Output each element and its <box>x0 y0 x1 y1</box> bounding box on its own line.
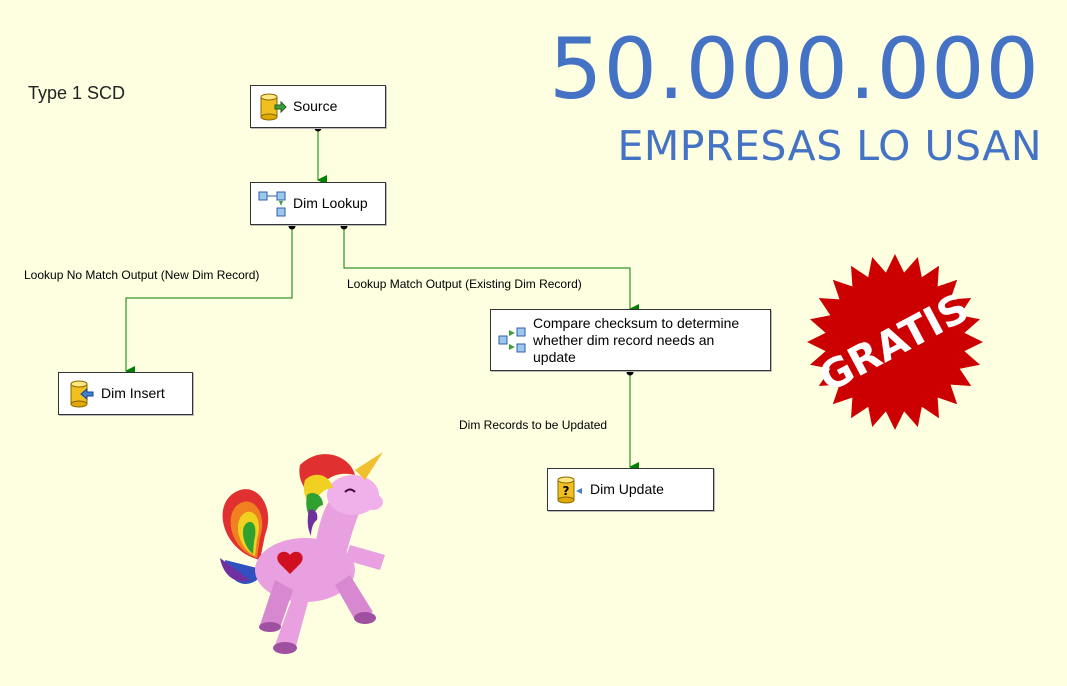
conditional-split-icon <box>498 327 526 353</box>
unicorn-mascot-icon <box>220 452 385 654</box>
promo-number: 50.000.000 <box>549 20 1040 118</box>
db-command-icon: ? <box>557 476 582 503</box>
compare-component[interactable]: Compare checksum to determine whether di… <box>490 309 771 371</box>
edge-label-match: Lookup Match Output (Existing Dim Record… <box>347 277 582 291</box>
compare-label: Compare checksum to determine whether di… <box>533 314 740 365</box>
insert-component[interactable]: Dim Insert <box>58 372 193 415</box>
source-label: Source <box>293 98 338 114</box>
db-destination-icon <box>70 380 94 407</box>
db-source-icon <box>260 93 287 120</box>
lookup-label: Dim Lookup <box>293 195 368 211</box>
edge-label-no-match: Lookup No Match Output (New Dim Record) <box>24 268 260 282</box>
update-component[interactable]: ? Dim Update <box>547 468 714 511</box>
edge-label-to-update: Dim Records to be Updated <box>459 418 608 432</box>
lookup-icon <box>258 191 286 216</box>
path-lookup-to-insert <box>125 226 293 376</box>
lookup-component[interactable]: Dim Lookup <box>250 182 386 225</box>
update-label: Dim Update <box>590 481 664 497</box>
canvas-title: Type 1 SCD <box>28 83 126 103</box>
path-lookup-to-compare <box>343 226 639 314</box>
gratis-starburst-badge: GRATIS <box>807 254 983 430</box>
promo-caption: EMPRESAS LO USAN <box>617 122 1042 170</box>
source-component[interactable]: Source <box>250 85 386 128</box>
svg-text:?: ? <box>563 484 570 498</box>
insert-label: Dim Insert <box>101 385 165 401</box>
